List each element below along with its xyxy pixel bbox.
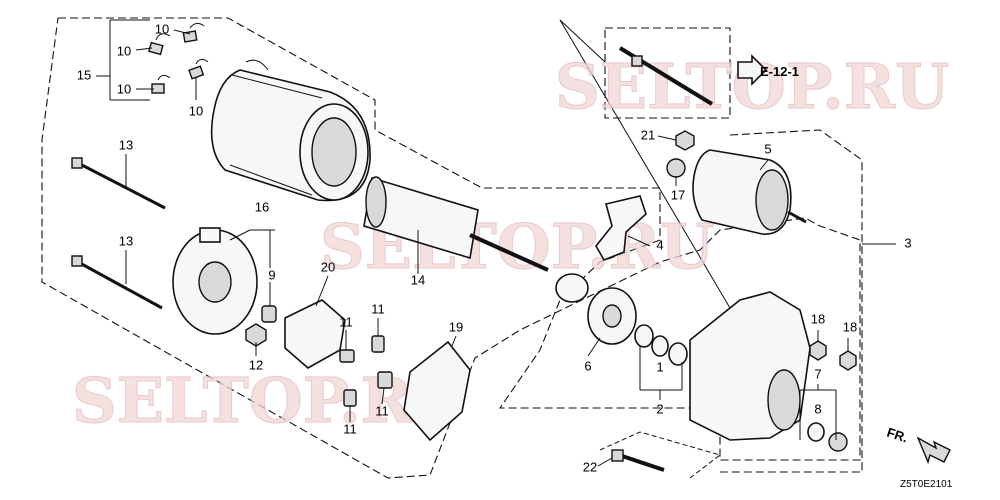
nut-18-right: [839, 350, 857, 371]
nut-21: [675, 130, 695, 151]
callout-21: 21: [641, 127, 655, 142]
callout-11: 11: [339, 314, 353, 329]
callout-2: 2: [656, 401, 663, 416]
callout-6: 6: [584, 358, 591, 373]
callout-4: 4: [656, 237, 663, 252]
callout-14: 14: [411, 272, 425, 287]
callout-12: 12: [249, 357, 263, 372]
planetary-plate: [403, 340, 471, 442]
bushing-7: [807, 422, 825, 442]
through-bolt-lower: [71, 255, 163, 310]
nut-18-left: [809, 340, 827, 361]
callout-13: 13: [119, 137, 133, 152]
direction-arrow: [916, 436, 951, 465]
callout-10: 10: [155, 21, 169, 36]
seal-8: [828, 432, 848, 452]
solenoid: [692, 149, 807, 235]
nut-12: [245, 323, 267, 347]
bushing-9: [261, 305, 277, 323]
reference-arrow: [737, 54, 768, 86]
callout-16: 16: [255, 199, 269, 214]
callout-5: 5: [764, 141, 771, 156]
through-bolt-upper: [71, 157, 166, 210]
reference-label: E-12-1: [760, 64, 799, 79]
callout-18: 18: [843, 319, 857, 334]
flange-bolt: [611, 449, 665, 472]
callout-17: 17: [671, 187, 685, 202]
drive-gear: [555, 273, 637, 345]
washers: [634, 324, 688, 366]
callout-18: 18: [811, 311, 825, 326]
brush-holder-plate: [284, 299, 346, 369]
washer-17: [666, 158, 686, 178]
callout-11: 11: [343, 421, 357, 436]
callout-8: 8: [814, 401, 821, 416]
callout-1: 1: [656, 359, 663, 374]
callout-7: 7: [814, 366, 821, 381]
stud-bolt: [618, 46, 714, 106]
watermark-bottom: SELTOP.RU: [72, 364, 466, 437]
callout-13: 13: [119, 233, 133, 248]
solenoid-group-outline: [720, 129, 863, 473]
callout-10: 10: [117, 43, 131, 58]
brush-set: [148, 22, 209, 94]
callout-10: 10: [117, 81, 131, 96]
armature: [363, 176, 549, 272]
bolt-22-box: [599, 431, 722, 479]
callout-10: 10: [189, 103, 203, 118]
callout-15: 15: [77, 67, 91, 82]
housing-group-outline: [41, 17, 861, 479]
callout-22: 22: [583, 459, 597, 474]
direction-label: FR.: [885, 425, 910, 446]
callout-9: 9: [268, 267, 275, 282]
leader-lines: [96, 19, 896, 467]
rear-cover: [172, 227, 258, 335]
diagram-code: Z5T0E2101: [900, 479, 953, 490]
reference-leader-2: [559, 19, 741, 326]
callout-20: 20: [321, 259, 335, 274]
callout-11: 11: [371, 301, 385, 316]
callout-11: 11: [375, 403, 389, 418]
callout-3: 3: [904, 235, 911, 250]
reference-leader: [559, 19, 606, 63]
springs: [339, 335, 393, 407]
yoke-housing: [210, 59, 371, 202]
front-housing: [689, 291, 811, 441]
shift-lever: [595, 195, 647, 262]
callout-19: 19: [449, 319, 463, 334]
